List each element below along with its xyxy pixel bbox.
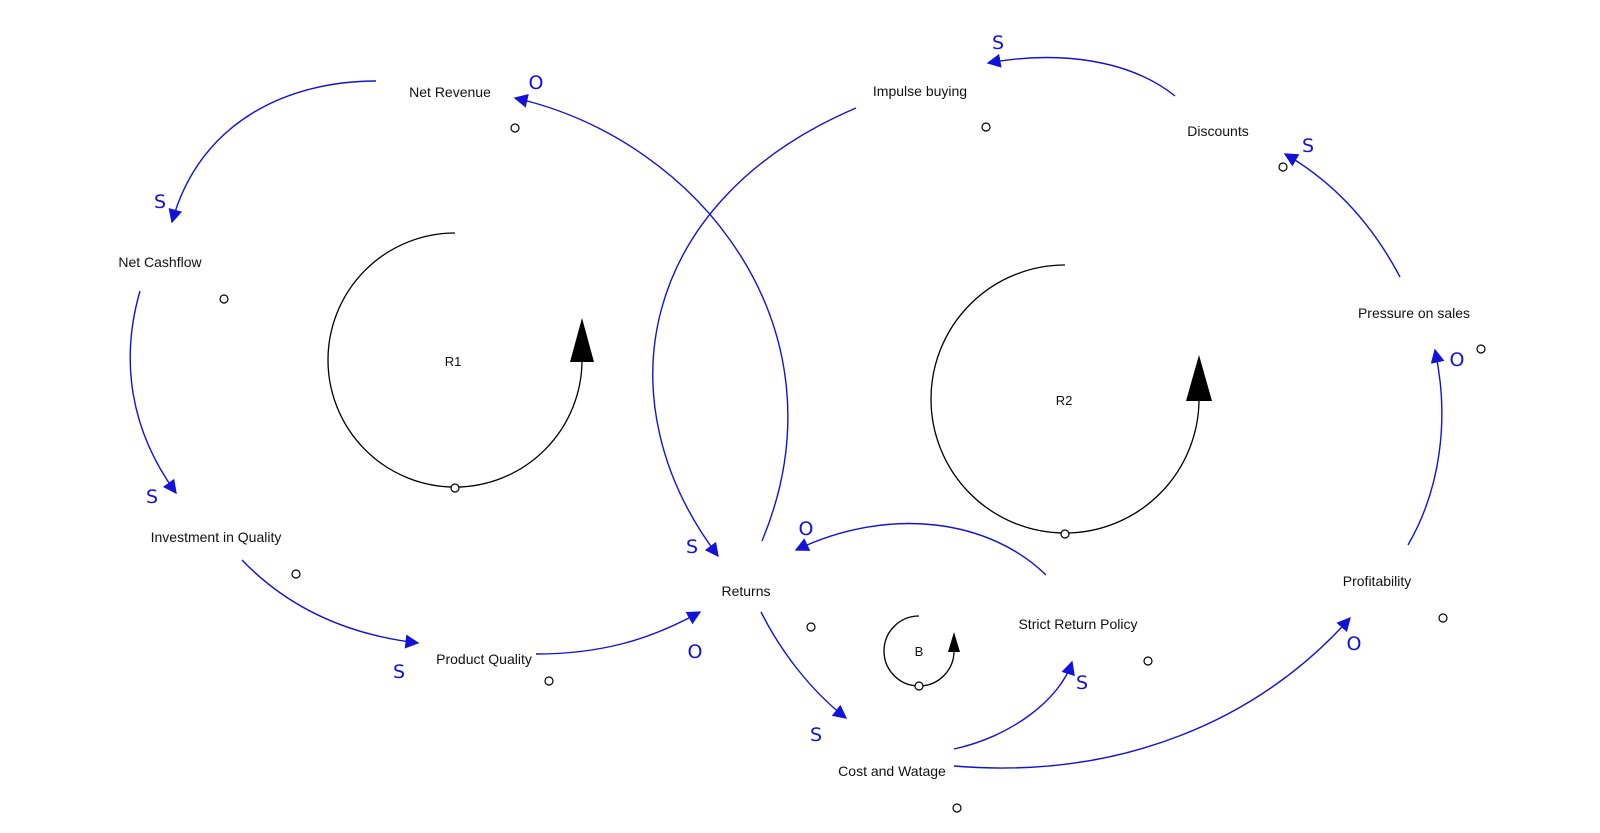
node-discounts[interactable]: Discounts bbox=[1187, 123, 1288, 172]
node-strict-return-policy-handle[interactable] bbox=[1143, 656, 1153, 666]
link-returns-to-net-revenue[interactable] bbox=[513, 93, 789, 542]
polarity-discounts-to-impulse-buying: S bbox=[992, 32, 1004, 54]
polarity-returns-to-cost-and-watage: S bbox=[810, 724, 822, 746]
polarity-net-cashflow-to-investment: S bbox=[146, 486, 158, 508]
node-returns[interactable]: Returns bbox=[721, 583, 816, 632]
node-returns-handle[interactable] bbox=[806, 622, 816, 632]
polarity-investment-to-product-quality: S bbox=[393, 661, 405, 683]
node-investment-in-quality-handle[interactable] bbox=[291, 569, 301, 579]
polarity-pressure-on-sales-to-discounts: S bbox=[1302, 135, 1314, 157]
node-net-revenue-label: Net Revenue bbox=[409, 84, 491, 100]
loop-r2-arrowhead bbox=[1186, 355, 1212, 401]
link-net-cashflow-to-investment[interactable] bbox=[129, 290, 177, 495]
node-pressure-on-sales-label: Pressure on sales bbox=[1358, 305, 1470, 321]
node-discounts-label: Discounts bbox=[1187, 123, 1248, 139]
node-pressure-on-sales[interactable]: Pressure on sales bbox=[1358, 305, 1486, 354]
loop-b-handle[interactable] bbox=[914, 681, 924, 691]
polarity-cost-to-strict-return-policy: S bbox=[1076, 672, 1088, 694]
polarity-returns-to-net-revenue: O bbox=[529, 72, 544, 94]
polarity-profitability-to-pressure-on-sales: O bbox=[1450, 349, 1465, 371]
node-discounts-handle[interactable] bbox=[1278, 162, 1288, 172]
node-net-revenue-handle[interactable] bbox=[510, 123, 520, 133]
link-cost-to-strict-return-policy[interactable] bbox=[953, 660, 1075, 750]
node-pressure-on-sales-handle[interactable] bbox=[1476, 344, 1486, 354]
loop-b: B bbox=[883, 615, 960, 691]
polarity-strict-return-policy-to-returns: O bbox=[799, 518, 814, 540]
link-profitability-to-pressure-on-sales[interactable] bbox=[1407, 348, 1445, 546]
polarity-cost-to-profitability: O bbox=[1347, 633, 1362, 655]
link-discounts-to-impulse-buying[interactable] bbox=[986, 53, 1176, 97]
node-net-revenue[interactable]: Net Revenue bbox=[409, 84, 520, 133]
link-returns-to-cost-and-watage[interactable] bbox=[760, 611, 848, 719]
polarity-net-revenue-to-net-cashflow: S bbox=[154, 191, 166, 213]
node-strict-return-policy[interactable]: Strict Return Policy bbox=[1018, 616, 1153, 666]
loop-b-arc bbox=[883, 615, 955, 687]
loop-r1-handle[interactable] bbox=[450, 483, 460, 493]
loop-r1-label: R1 bbox=[445, 354, 462, 369]
polarity-product-quality-to-returns: O bbox=[688, 641, 703, 663]
node-product-quality-handle[interactable] bbox=[544, 676, 554, 686]
node-cost-and-watage-label: Cost and Watage bbox=[838, 763, 946, 779]
loop-b-arrowhead bbox=[948, 632, 960, 652]
node-profitability[interactable]: Profitability bbox=[1343, 573, 1448, 623]
node-investment-in-quality-label: Investment in Quality bbox=[151, 529, 282, 545]
link-cost-to-profitability[interactable] bbox=[953, 616, 1351, 769]
node-net-cashflow-label: Net Cashflow bbox=[118, 254, 202, 270]
node-impulse-buying[interactable]: Impulse buying bbox=[873, 83, 991, 132]
node-cost-and-watage[interactable]: Cost and Watage bbox=[838, 763, 962, 813]
loop-r1-arc bbox=[327, 232, 583, 488]
node-net-cashflow[interactable]: Net Cashflow bbox=[118, 254, 229, 304]
link-net-revenue-to-net-cashflow[interactable] bbox=[168, 80, 377, 224]
loop-r2-label: R2 bbox=[1056, 393, 1073, 408]
node-cost-and-watage-handle[interactable] bbox=[952, 803, 962, 813]
node-profitability-handle[interactable] bbox=[1438, 613, 1448, 623]
node-product-quality[interactable]: Product Quality bbox=[436, 651, 554, 686]
node-strict-return-policy-label: Strict Return Policy bbox=[1018, 616, 1137, 632]
loop-b-label: B bbox=[915, 644, 924, 659]
link-impulse-buying-to-returns[interactable] bbox=[652, 107, 857, 558]
polarity-impulse-buying-to-returns: S bbox=[686, 536, 698, 558]
node-net-cashflow-handle[interactable] bbox=[219, 294, 229, 304]
loop-r2: R2 bbox=[930, 264, 1212, 539]
link-pressure-on-sales-to-discounts[interactable] bbox=[1283, 153, 1401, 278]
loop-r1: R1 bbox=[327, 232, 594, 493]
node-profitability-label: Profitability bbox=[1343, 573, 1411, 589]
link-product-quality-to-returns[interactable] bbox=[535, 611, 702, 655]
node-product-quality-label: Product Quality bbox=[436, 651, 532, 667]
node-returns-label: Returns bbox=[721, 583, 770, 599]
link-strict-return-policy-to-returns[interactable] bbox=[794, 522, 1047, 576]
loop-r2-handle[interactable] bbox=[1060, 529, 1070, 539]
node-investment-in-quality[interactable]: Investment in Quality bbox=[151, 529, 301, 579]
node-impulse-buying-label: Impulse buying bbox=[873, 83, 967, 99]
node-impulse-buying-handle[interactable] bbox=[981, 122, 991, 132]
loop-r2-arc bbox=[930, 264, 1200, 534]
loop-r1-arrowhead bbox=[570, 318, 594, 362]
link-investment-to-product-quality[interactable] bbox=[241, 559, 420, 649]
